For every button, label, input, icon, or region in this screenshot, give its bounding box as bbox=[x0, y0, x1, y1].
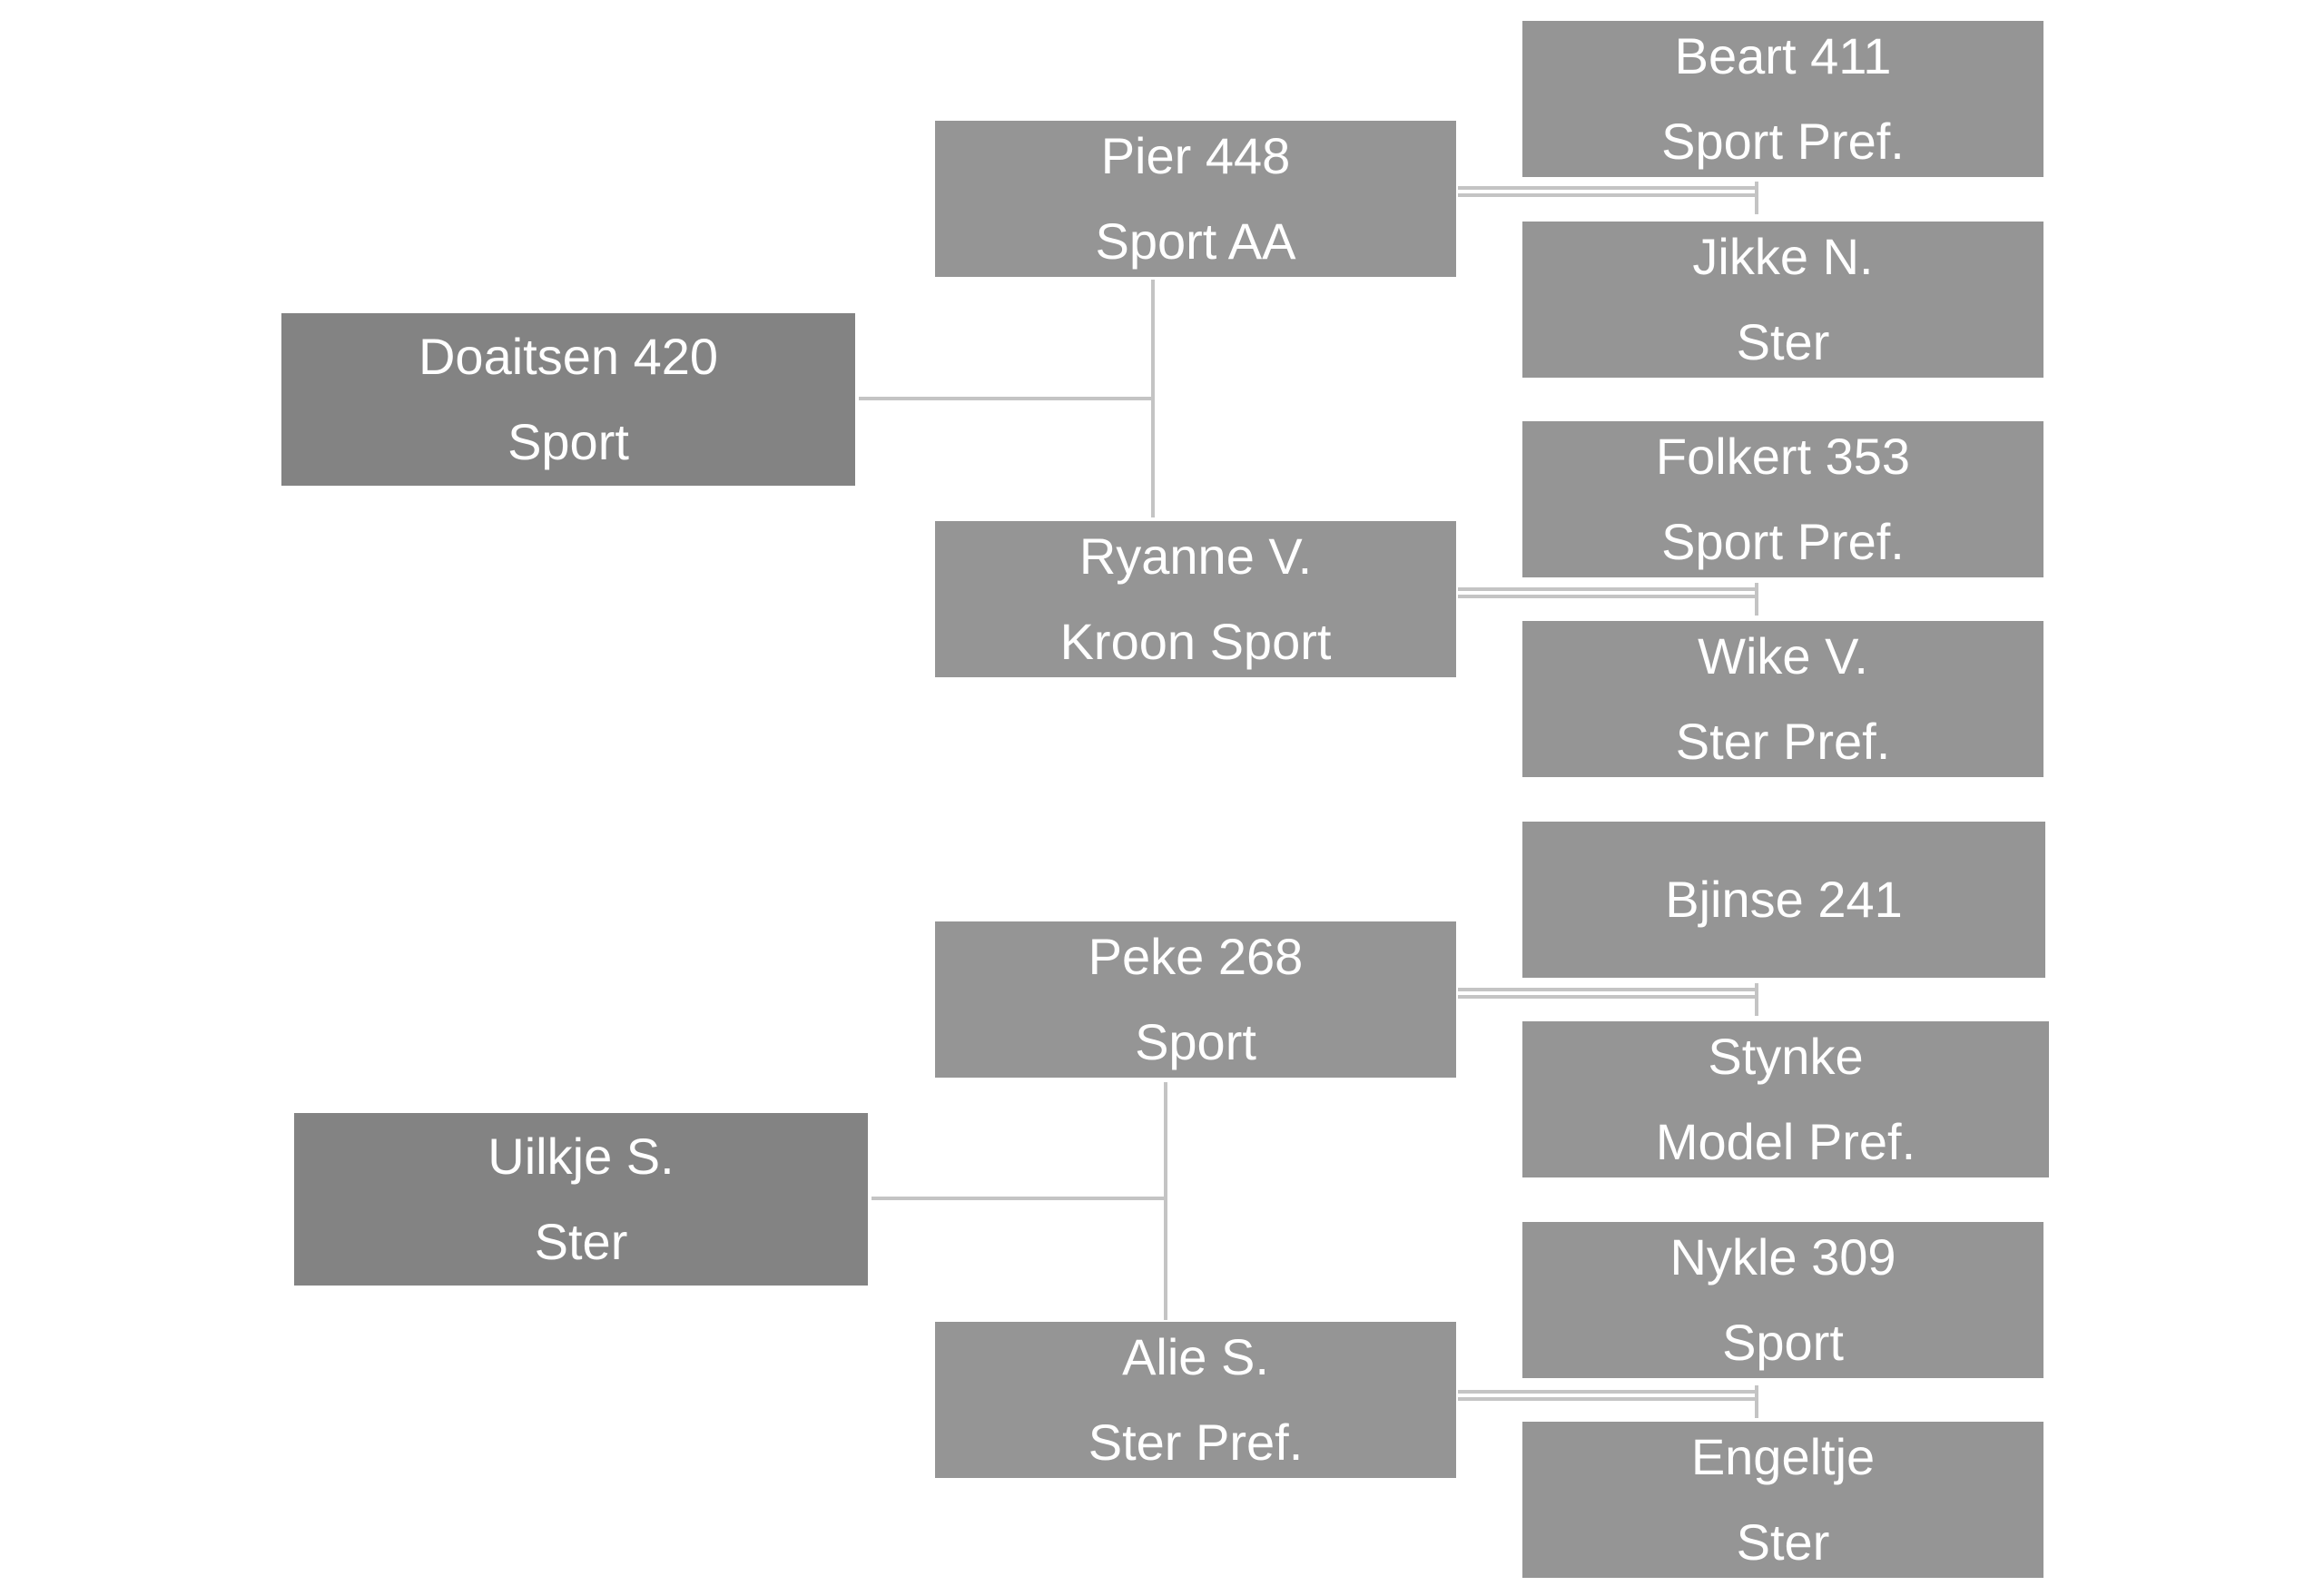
horse-node-dam-dam: Wike V. Ster Pref. bbox=[1522, 621, 2043, 777]
horse-title: Ster bbox=[1736, 313, 1830, 370]
horse-node-sire-sire: Bjinse 241 bbox=[1522, 822, 2045, 978]
horse-node-dam-sire: Folkert 353 Sport Pref. bbox=[1522, 421, 2043, 577]
horse-title: Sport bbox=[1135, 1013, 1256, 1070]
horse-name: Folkert 353 bbox=[1655, 428, 1911, 485]
horse-name: Pier 448 bbox=[1100, 127, 1291, 184]
horse-title: Kroon Sport bbox=[1059, 613, 1332, 670]
horse-name: Beart 411 bbox=[1674, 27, 1892, 84]
horse-title: Sport bbox=[1722, 1314, 1844, 1371]
horse-node-dam-dam: Engeltje Ster bbox=[1522, 1422, 2043, 1578]
horse-name: Alie S. bbox=[1122, 1328, 1269, 1385]
horse-node-sire-sire: Beart 411 Sport Pref. bbox=[1522, 21, 2043, 177]
horse-title: Sport Pref. bbox=[1661, 513, 1905, 570]
horse-node-sire: Peke 268 Sport bbox=[935, 921, 1456, 1078]
horse-node-root: Doaitsen 420 Sport bbox=[281, 313, 855, 486]
horse-title: Ster Pref. bbox=[1675, 713, 1891, 770]
horse-name: Uilkje S. bbox=[487, 1128, 675, 1185]
horse-name: Ryanne V. bbox=[1078, 527, 1313, 585]
horse-title: Model Pref. bbox=[1655, 1113, 1916, 1170]
horse-node-sire: Pier 448 Sport AA bbox=[935, 121, 1456, 277]
horse-title: Sport bbox=[507, 413, 629, 470]
horse-name: Peke 268 bbox=[1088, 928, 1304, 985]
horse-title: Sport AA bbox=[1095, 212, 1296, 270]
horse-name: Nykle 309 bbox=[1669, 1228, 1896, 1286]
horse-node-dam-sire: Nykle 309 Sport bbox=[1522, 1222, 2043, 1378]
horse-node-sire-dam: Stynke Model Pref. bbox=[1522, 1021, 2049, 1177]
horse-title: Ster Pref. bbox=[1088, 1414, 1304, 1471]
horse-node-root: Uilkje S. Ster bbox=[294, 1113, 868, 1286]
horse-title: Sport Pref. bbox=[1661, 113, 1905, 170]
horse-title: Ster bbox=[1736, 1513, 1830, 1571]
horse-title: Ster bbox=[534, 1213, 628, 1270]
horse-name: Bjinse 241 bbox=[1665, 871, 1903, 928]
horse-name: Jikke N. bbox=[1692, 228, 1874, 285]
horse-name: Stynke bbox=[1708, 1028, 1864, 1085]
horse-node-sire-dam: Jikke N. Ster bbox=[1522, 222, 2043, 378]
horse-name: Wike V. bbox=[1698, 627, 1868, 685]
horse-node-dam: Alie S. Ster Pref. bbox=[935, 1322, 1456, 1478]
horse-node-dam: Ryanne V. Kroon Sport bbox=[935, 521, 1456, 677]
horse-name: Engeltje bbox=[1690, 1428, 1876, 1485]
horse-name: Doaitsen 420 bbox=[418, 328, 718, 385]
